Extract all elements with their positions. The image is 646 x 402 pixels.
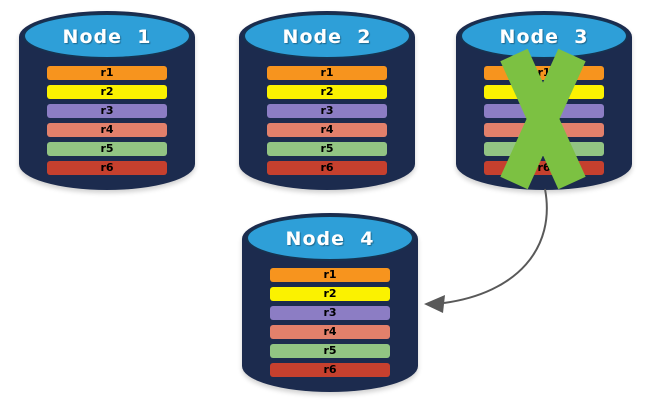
replica-stack: r1 r2 r3 r4 r5 r6 xyxy=(47,66,167,175)
node-2-label: Node 2 xyxy=(282,26,372,48)
replica-r3: r3 xyxy=(267,104,387,118)
replica-r5: r5 xyxy=(270,344,390,358)
replica-r2: r2 xyxy=(267,85,387,99)
node-1-label: Node 1 xyxy=(62,26,152,48)
node-4-cylinder: Node 4 r1 r2 r3 r4 r5 r6 xyxy=(242,213,418,392)
node-3-label: Node 3 xyxy=(499,26,589,48)
replica-r3: r3 xyxy=(47,104,167,118)
replica-r6: r6 xyxy=(270,363,390,377)
replica-stack: r1 r2 r3 r4 r5 r6 xyxy=(267,66,387,175)
node-4-label: Node 4 xyxy=(285,228,375,250)
replica-r1: r1 xyxy=(270,268,390,282)
node-3-cylinder: Node 3 r1 r2 r3 r4 r5 r6 xyxy=(456,11,632,190)
cylinder-top: Node 2 xyxy=(243,13,411,59)
replica-r4: r4 xyxy=(267,123,387,137)
replica-r5: r5 xyxy=(47,142,167,156)
replica-r1: r1 xyxy=(267,66,387,80)
failure-x-icon xyxy=(500,48,586,190)
replica-r6: r6 xyxy=(267,161,387,175)
replica-r5: r5 xyxy=(267,142,387,156)
node-1-cylinder: Node 1 r1 r2 r3 r4 r5 r6 xyxy=(19,11,195,190)
replica-r4: r4 xyxy=(47,123,167,137)
replica-r4: r4 xyxy=(270,325,390,339)
cylinder-top: Node 1 xyxy=(23,13,191,59)
replica-r3: r3 xyxy=(270,306,390,320)
replica-r2: r2 xyxy=(270,287,390,301)
cylinder-top: Node 3 xyxy=(460,13,628,59)
replica-stack: r1 r2 r3 r4 r5 r6 xyxy=(270,268,390,377)
replica-r2: r2 xyxy=(47,85,167,99)
cylinder-top: Node 4 xyxy=(246,215,414,261)
replica-r1: r1 xyxy=(47,66,167,80)
replica-r6: r6 xyxy=(47,161,167,175)
node-2-cylinder: Node 2 r1 r2 r3 r4 r5 r6 xyxy=(239,11,415,190)
